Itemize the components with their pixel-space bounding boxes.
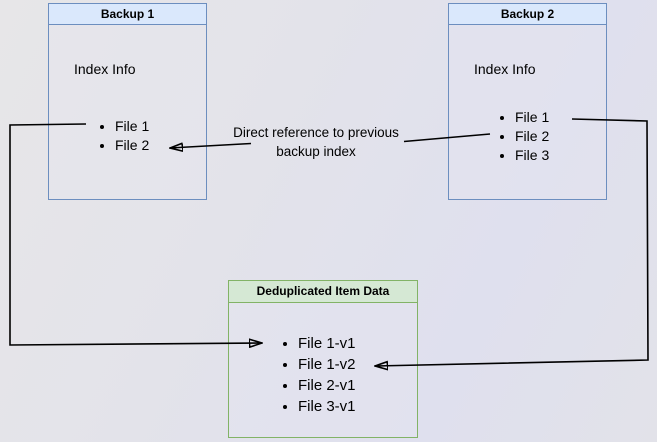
list-item: File 3 <box>515 146 549 165</box>
backup2-file-list: File 1 File 2 File 3 <box>449 108 549 165</box>
backup2-box: Backup 2 Index Info File 1 File 2 File 3 <box>448 3 607 200</box>
list-item: File 1-v2 <box>298 354 356 375</box>
list-item: File 2 <box>515 127 549 146</box>
backup1-title: Backup 1 <box>49 4 206 25</box>
dedup-file-list: File 1-v1 File 1-v2 File 2-v1 File 3-v1 <box>229 333 356 417</box>
backup2-title: Backup 2 <box>449 4 606 25</box>
list-item: File 2 <box>115 136 149 155</box>
list-item: File 1 <box>515 108 549 127</box>
list-item: File 2-v1 <box>298 375 356 396</box>
dedup-title: Deduplicated Item Data <box>229 281 417 303</box>
deduplicated-item-data-box: Deduplicated Item Data File 1-v1 File 1-… <box>228 280 418 438</box>
list-item: File 1 <box>115 117 149 136</box>
list-item: File 1-v1 <box>298 333 356 354</box>
backup2-index-info-label: Index Info <box>474 61 536 77</box>
backup1-box: Backup 1 Index Info File 1 File 2 <box>48 3 207 200</box>
backup1-index-info-label: Index Info <box>74 61 136 77</box>
backup1-file-list: File 1 File 2 <box>49 117 149 155</box>
direct-reference-annotation: Direct reference to previous backup inde… <box>233 125 399 159</box>
list-item: File 3-v1 <box>298 396 356 417</box>
